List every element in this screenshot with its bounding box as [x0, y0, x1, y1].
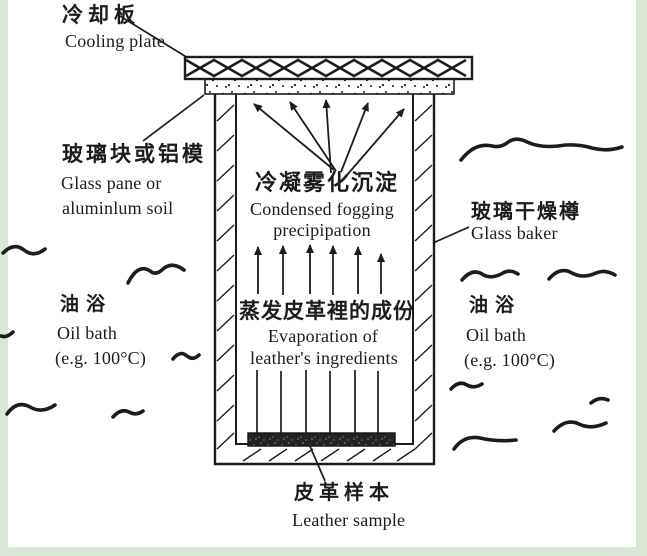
oil-bath-waves [0, 137, 624, 451]
right-wall-hatches [414, 104, 433, 450]
condensed-fogging-label-en-2: precipipation [273, 220, 371, 240]
oil-bath-right-label-en-1: Oil bath [466, 325, 527, 345]
oil-bath-left-label-en-2: (e.g. 100°C) [55, 348, 147, 368]
bottom-hatches [242, 448, 416, 462]
leather-sample-shape [247, 432, 396, 447]
cooling-plate-shape [183, 55, 474, 81]
leather-sample-leader [308, 443, 326, 482]
oil-bath-left-label-en-1: Oil bath [57, 323, 118, 343]
fogging-arrows [253, 99, 405, 176]
glass-beaker-label-en: Glass baker [471, 223, 558, 243]
condensed-fogging-label-en-1: Condensed fogging [250, 199, 394, 219]
evaporation-label-en-2: leather's ingredients [250, 348, 398, 368]
cooling-plate-label-zh: 冷却板 [62, 3, 140, 27]
leader-lines [119, 15, 470, 482]
evaporation-label-zh: 蒸发皮革裡的成份 [239, 299, 415, 323]
glass-pane-label-en-1: Glass pane or [61, 173, 162, 193]
sample-evaporation-lines [256, 370, 379, 433]
cooling-plate-label-en: Cooling plate [65, 31, 166, 51]
glass-pane-label-zh: 玻璃块或铝模 [62, 142, 206, 166]
evaporation-label-en-1: Evaporation of [267, 326, 379, 346]
glass-pane-label-en-2: aluminlum soil [62, 198, 174, 218]
glass-pane-leader [142, 94, 205, 142]
left-wall-hatches [216, 104, 235, 450]
leather-sample-label-zh: 皮革样本 [294, 482, 394, 504]
evaporation-arrows [254, 244, 385, 295]
glass-beaker-label-zh: 玻璃干燥樽 [471, 201, 581, 223]
condensed-fogging-label-zh: 冷凝雾化沉淀 [254, 170, 400, 195]
oil-bath-right-label-zh: 油浴 [469, 295, 522, 316]
oil-bath-right-label-en-2: (e.g. 100°C) [464, 350, 556, 370]
glass-pane-shape [204, 78, 455, 95]
glass-beaker-shape [213, 93, 436, 466]
glass-beaker-leader [432, 226, 470, 244]
cooling-plate-leader [119, 15, 189, 59]
oil-bath-left-label-zh: 油浴 [60, 294, 113, 315]
leather-sample-label-en: Leather sample [292, 510, 406, 530]
